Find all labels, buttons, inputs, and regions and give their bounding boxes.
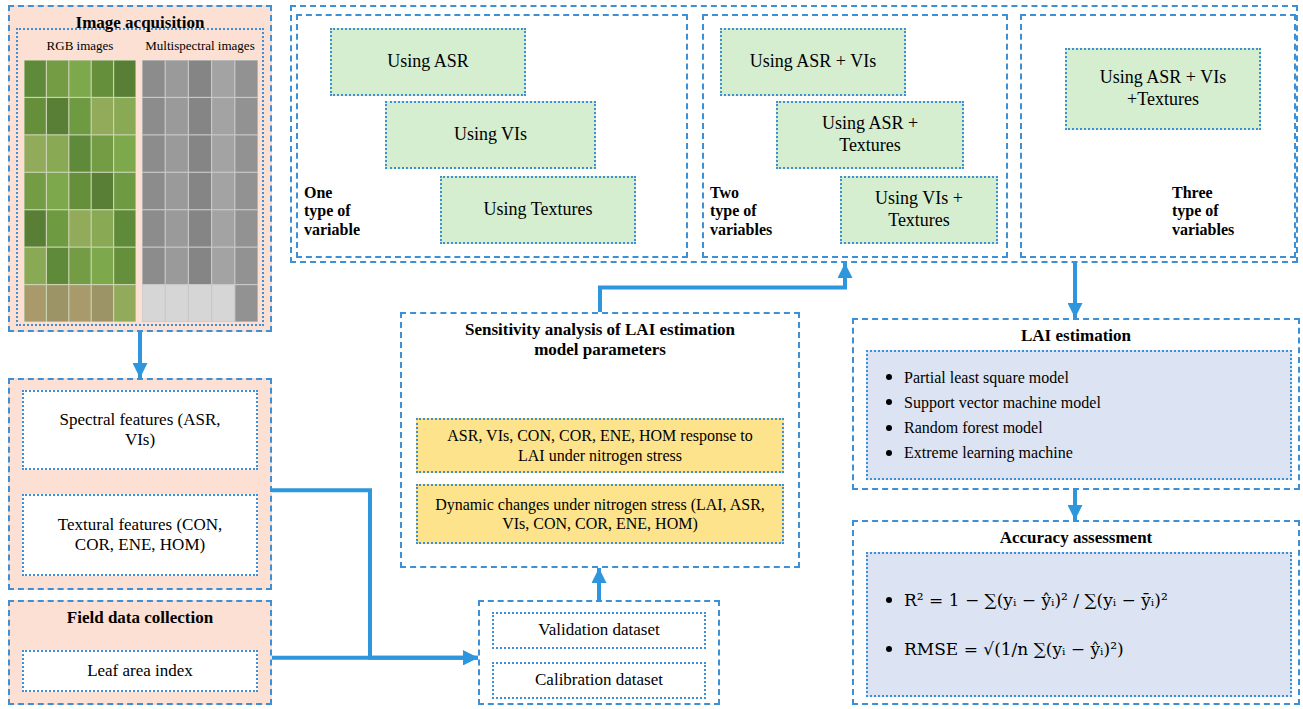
- variable-box: Using ASR + VIs: [720, 28, 906, 96]
- group-panel: One type of variableUsing ASRUsing VIsUs…: [290, 5, 1298, 263]
- box-label: Calibration dataset: [535, 670, 663, 690]
- bullet-dot: [886, 374, 892, 380]
- box-label: Leaf area index: [87, 661, 193, 681]
- group-panel: Validation datasetCalibration dataset: [478, 600, 720, 705]
- box-label: Using VIs + Textures: [854, 188, 984, 231]
- feature-box: Spectral features (ASR, VIs): [22, 390, 258, 470]
- image-label: RGB images: [24, 38, 136, 54]
- flow-arrow: [597, 568, 601, 600]
- formula: R² = 1 − ∑(yᵢ − ŷᵢ)² / ∑(yᵢ − ȳᵢ)²: [904, 590, 1168, 610]
- panel-title: LAI estimation: [854, 320, 1298, 346]
- list-row: Extreme learning machine: [886, 443, 1073, 462]
- box-label: Using ASR + Textures: [790, 113, 950, 156]
- flow-arrow: [1073, 490, 1077, 520]
- analysis-box: Dynamic changes under nitrogen stress (L…: [416, 484, 784, 544]
- flow-arrow: [600, 263, 845, 312]
- variable-box: Using VIs: [385, 101, 596, 169]
- group-panel: Two type of variables Using ASR + VIsUsin…: [702, 14, 1008, 258]
- model-list: Partial least square modelSupport vector…: [866, 350, 1292, 480]
- group-panel: Spectral features (ASR, VIs) Textural fea…: [8, 378, 272, 590]
- variable-box: Using Textures: [440, 176, 636, 244]
- group-panel: Three type of variables Using ASR + VIs +…: [1020, 14, 1296, 258]
- box-label: Spectral features (ASR, VIs): [54, 410, 226, 451]
- feature-box: Textural features (CON, COR, ENE, HOM): [22, 494, 258, 576]
- list-row: RMSE = √(1/n ∑(yᵢ − ŷᵢ)²): [886, 639, 1124, 659]
- dataset-box: Calibration dataset: [492, 662, 706, 699]
- panel-title: Sensitivity analysis of LAI estimation m…: [402, 314, 798, 361]
- bullet-dot: [886, 425, 892, 431]
- group-panel: Image acquisitionRGB images Multispectral…: [8, 5, 272, 332]
- group-panel: Accuracy assessment R² = 1 − ∑(yᵢ − ŷᵢ)² …: [852, 520, 1300, 705]
- box-label: Dynamic changes under nitrogen stress (L…: [432, 495, 768, 533]
- box-label: Using VIs: [454, 124, 527, 146]
- box-label: Using Textures: [484, 199, 593, 221]
- list-row: Support vector machine model: [886, 393, 1101, 412]
- field-image: [18, 30, 262, 324]
- group-panel: Sensitivity analysis of LAI estimation m…: [400, 312, 800, 568]
- bullet-dot: [886, 450, 892, 456]
- variable-box: Using ASR + Textures: [776, 101, 964, 169]
- list-item: Extreme learning machine: [904, 443, 1073, 462]
- panel-title: Accuracy assessment: [854, 522, 1298, 548]
- group-label: One type of variable: [304, 184, 364, 239]
- bullet-dot: [886, 399, 892, 405]
- panel-title: Image acquisition: [10, 7, 270, 33]
- dataset-box: Validation dataset: [492, 612, 706, 649]
- group-label: Three type of variables: [1172, 184, 1232, 239]
- data-box: Leaf area index: [22, 650, 258, 692]
- flow-arrow: [138, 332, 142, 378]
- list-item: Support vector machine model: [904, 393, 1101, 412]
- list-row: Random forest model: [886, 418, 1043, 437]
- list-row: R² = 1 − ∑(yᵢ − ŷᵢ)² / ∑(yᵢ − ȳᵢ)²: [886, 590, 1168, 610]
- group-panel: One type of variable Using ASR Using VIsUs…: [296, 14, 688, 258]
- analysis-box: ASR, VIs, CON, COR, ENE, HOM response to…: [416, 418, 784, 473]
- panel-title: Field data collection: [10, 602, 270, 628]
- flow-arrow: [272, 656, 478, 660]
- formula: RMSE = √(1/n ∑(yᵢ − ŷᵢ)²): [904, 639, 1124, 659]
- box-label: ASR, VIs, CON, COR, ENE, HOM response to…: [432, 426, 768, 464]
- formula-list: R² = 1 − ∑(yᵢ − ŷᵢ)² / ∑(yᵢ − ȳᵢ)² RMSE =…: [866, 552, 1292, 697]
- list-item: Random forest model: [904, 418, 1043, 437]
- image-box: RGB images Multispectral images: [16, 28, 264, 326]
- image-label: Multispectral images: [142, 38, 258, 54]
- group-label: Two type of variables: [710, 184, 770, 239]
- list-item: Partial least square model: [904, 368, 1069, 387]
- variable-box: Using VIs + Textures: [840, 176, 998, 244]
- box-label: Validation dataset: [538, 620, 659, 640]
- flow-arrow: [1073, 258, 1077, 318]
- bullet-dot: [886, 597, 892, 603]
- box-label: Textural features (CON, COR, ENE, HOM): [54, 515, 226, 556]
- variable-box: Using ASR + VIs +Textures: [1065, 48, 1261, 130]
- list-row: Partial least square model: [886, 368, 1069, 387]
- box-label: Using ASR + VIs +Textures: [1079, 67, 1247, 110]
- box-label: Using ASR: [387, 51, 469, 73]
- bullet-dot: [886, 646, 892, 652]
- group-panel: LAI estimationPartial least square model…: [852, 318, 1300, 490]
- box-label: Using ASR + VIs: [750, 51, 876, 73]
- group-panel: Field data collectionLeaf area index: [8, 600, 272, 705]
- variable-box: Using ASR: [330, 28, 526, 96]
